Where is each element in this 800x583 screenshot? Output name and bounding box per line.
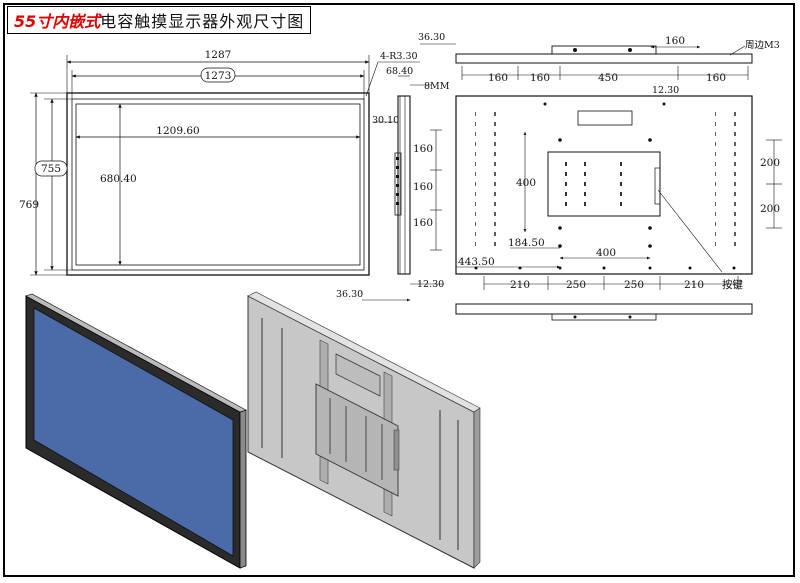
isometric-front-view [25,293,247,569]
title-description: 电容触摸显示器外观尺寸图 [100,12,305,31]
top-view: 36.30 160 周边M3 160 160 450 160 12.30 [418,32,780,96]
front-active-area [75,103,361,266]
dim-back-seg-2: 250 [566,279,586,291]
title-model: 55寸内嵌式 [14,12,101,31]
dim-overall-width: 1287 [205,49,232,61]
dim-inner-height: 755 [41,163,61,175]
dim-active-width: 1209.60 [156,125,199,137]
dim-vesa-height: 400 [516,177,536,189]
front-view: 1287 1273 1209.60 680.40 769 755 [19,49,420,276]
front-bezel [71,98,365,271]
dim-top-seg-3: 450 [598,72,618,84]
dim-corner-radius: 4-R3.30 [380,51,418,62]
dim-active-height: 680.40 [100,173,137,185]
front-outer-frame [66,92,370,276]
dim-side-edge: 12.30 [417,279,444,290]
dim-top-seg-2: 160 [530,72,550,84]
bottom-body [455,303,753,315]
title-box: 55寸内嵌式 电容触摸显示器外观尺寸图 [7,6,312,34]
dim-vesa-width: 400 [596,247,616,259]
top-body [455,53,753,64]
dim-top-depth: 36.30 [418,32,445,43]
dim-bezel: 8MM [424,81,450,92]
drawing-frame [3,3,795,577]
dim-back-right-2: 200 [760,203,780,215]
top-bracket [551,45,657,55]
screen-glass [33,307,234,557]
dim-top-seg-4: 160 [706,72,726,84]
dim-overall-height: 769 [19,199,39,211]
back-view: 400 184.50 400 443.50 200 200 210 [455,95,782,291]
dim-inner-width: 1273 [205,70,232,82]
dim-pitch-1: 160 [413,143,433,155]
dim-back-right-1: 200 [760,157,780,169]
top-hole-note: 周边M3 [745,40,780,51]
side-view: 68.40 8MM 30.10 160 160 160 12.30 36.30 [336,66,450,302]
dim-pitch-3: 160 [413,217,433,229]
dim-back-seg-3: 250 [624,279,644,291]
dim-back-left-offset: 184.50 [508,237,545,249]
dim-top-edge: 12.30 [652,85,679,96]
dim-side-depth-top: 68.40 [386,66,413,77]
dim-back-seg-1: 210 [510,279,530,291]
dim-back-seg-4: 210 [684,279,704,291]
button-label: 按键 [722,278,743,291]
back-label-plate [577,110,633,126]
dim-top-seg-1: 160 [488,72,508,84]
bottom-view [455,303,753,321]
iso-vesa-plate [315,383,399,497]
isometric-back-view [247,291,481,569]
side-bracket [394,152,402,216]
dim-back-bottom-offset: 443.50 [458,256,495,268]
dim-side-offset: 30.10 [372,115,399,126]
side-buttons [654,167,661,205]
dim-side-depth-bottom: 36.30 [336,289,363,300]
back-panel [455,95,753,275]
dim-top-hole-spacing: 160 [665,35,685,47]
dim-pitch-2: 160 [413,181,433,193]
